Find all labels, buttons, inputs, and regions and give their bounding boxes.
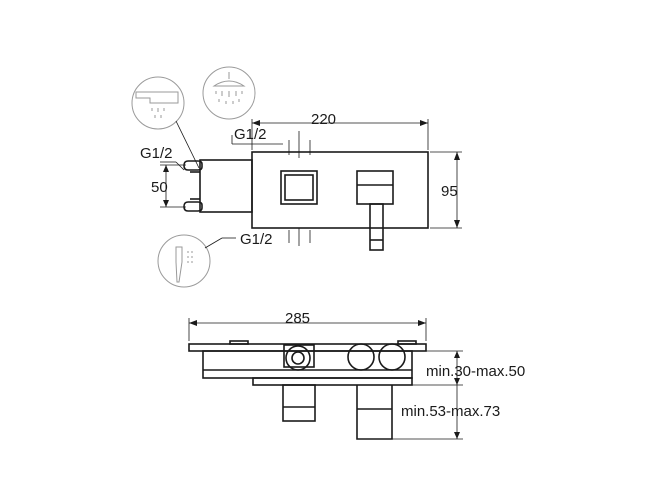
handle-range-label: min.53-max.73 xyxy=(401,403,500,420)
left-body xyxy=(199,159,253,213)
side-outlet-upper xyxy=(183,160,203,171)
right-square-control xyxy=(356,170,394,205)
right-lever-block xyxy=(356,385,393,440)
dimension-220 xyxy=(251,119,429,150)
left-handle-block xyxy=(282,384,316,422)
height-95-label: 95 xyxy=(441,183,458,200)
width-285-label: 285 xyxy=(285,310,310,327)
hand-shower-icon xyxy=(157,234,211,288)
side-thread-label: G1/2 xyxy=(140,145,173,162)
top-thread-label: G1/2 xyxy=(234,126,267,143)
dimension-285 xyxy=(188,318,427,341)
dimension-50 xyxy=(160,164,186,208)
leader-line xyxy=(204,237,223,249)
cartridge-mid xyxy=(347,343,375,371)
cover-plate xyxy=(252,377,413,386)
lever-handle xyxy=(369,203,384,251)
side-spacing-label: 50 xyxy=(151,179,168,196)
cartridge-right xyxy=(378,343,406,371)
front-view xyxy=(183,131,429,251)
dimension-handle xyxy=(392,385,463,440)
bath-spout-icon xyxy=(131,76,185,130)
left-square-control xyxy=(280,170,318,205)
dimension-95 xyxy=(430,151,462,229)
dimension-depth xyxy=(412,350,463,386)
depth-range-label: min.30-max.50 xyxy=(426,363,525,380)
leader-line xyxy=(175,120,200,169)
top-view xyxy=(188,340,427,440)
front-plate xyxy=(251,151,429,229)
cartridge-left xyxy=(285,345,311,371)
width-220-label: 220 xyxy=(311,111,336,128)
bottom-thread-label: G1/2 xyxy=(240,231,273,248)
side-outlet-lower xyxy=(183,201,203,212)
overhead-shower-icon xyxy=(202,66,256,120)
